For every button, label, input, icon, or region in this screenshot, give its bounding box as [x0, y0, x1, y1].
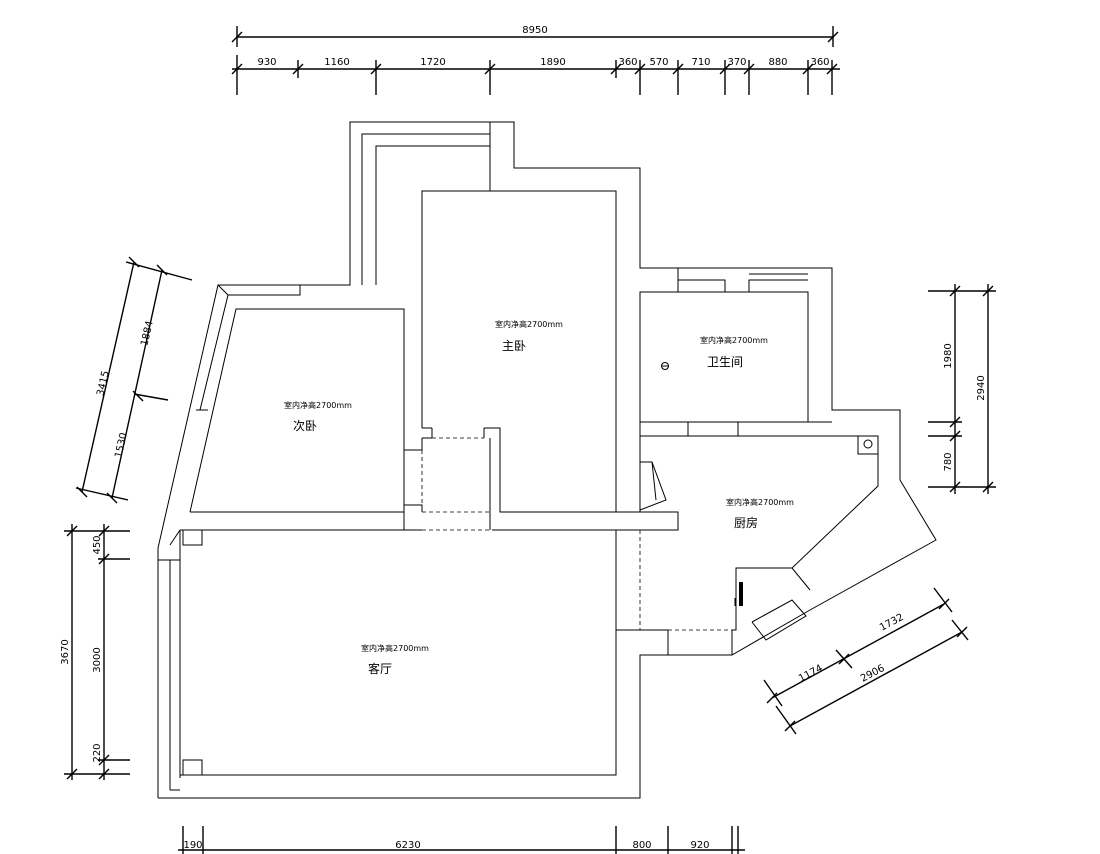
- dim-top-9: 880: [768, 57, 787, 68]
- left-lower-dimensions: 3670 450 3000 220: [60, 524, 130, 780]
- master-height-label: 室内净高2700mm: [495, 319, 563, 329]
- room-second-bedroom: 室内净高2700mm 次卧: [284, 400, 352, 433]
- bath-height-label: 室内净高2700mm: [700, 335, 768, 345]
- dim-left-450: 450: [92, 535, 103, 554]
- room-master-bedroom: 室内净高2700mm 主卧: [495, 319, 563, 353]
- bottom-dimensions: 190 6230 800 920: [178, 826, 745, 854]
- left-upper-dimensions: 3415 1884 1530: [75, 256, 193, 504]
- dim-top-6: 570: [649, 57, 668, 68]
- dim-right-2940: 2940: [976, 375, 987, 400]
- dim-bottom-190: 190: [183, 840, 202, 851]
- room-living-room: 室内净高2700mm 客厅: [361, 643, 429, 676]
- dim-left-1530: 1530: [113, 432, 129, 459]
- dim-right-780: 780: [943, 452, 954, 471]
- dim-top-7: 710: [691, 57, 710, 68]
- dim-left-220: 220: [92, 743, 103, 762]
- living-height-label: 室内净高2700mm: [361, 643, 429, 653]
- dim-overall-width: 8950: [522, 25, 547, 36]
- door-openings: [403, 421, 738, 656]
- dim-left-3000: 3000: [92, 647, 103, 672]
- dim-diag-1732: 1732: [878, 612, 906, 634]
- right-dimensions: 1980 2940 780: [928, 284, 996, 494]
- dim-bottom-6230: 6230: [395, 840, 420, 851]
- second-height-label: 室内净高2700mm: [284, 400, 352, 410]
- dim-right-1980: 1980: [943, 343, 954, 368]
- dim-top-1: 930: [257, 57, 276, 68]
- dim-top-4: 1890: [540, 57, 565, 68]
- dim-diag-1174: 1174: [797, 663, 825, 685]
- top-dimension-segments: 930 1160 1720 1890 360 570 710 370 880 3…: [231, 55, 840, 95]
- kitchen-height-label: 室内净高2700mm: [726, 497, 794, 507]
- room-bathroom: 室内净高2700mm 卫生间: [700, 335, 768, 369]
- dim-top-5: 360: [618, 57, 637, 68]
- dim-left-3670: 3670: [60, 639, 71, 664]
- kitchen-name-label: 厨房: [734, 515, 758, 530]
- second-name-label: 次卧: [293, 419, 317, 433]
- room-kitchen: 室内净高2700mm 厨房: [726, 497, 794, 530]
- dim-bottom-800: 800: [632, 840, 651, 851]
- diagonal-dimensions: 1174 1732 2906: [763, 587, 969, 735]
- dim-top-8: 370: [727, 57, 746, 68]
- top-dimension-overall: 8950: [231, 25, 839, 47]
- dim-top-3: 1720: [420, 57, 445, 68]
- master-name-label: 主卧: [502, 339, 526, 353]
- bath-name-label: 卫生间: [707, 355, 743, 369]
- dim-left-3415: 3415: [95, 370, 111, 397]
- walls: [157, 121, 937, 799]
- dim-top-10: 360: [810, 57, 829, 68]
- dim-top-2: 1160: [324, 57, 349, 68]
- living-name-label: 客厅: [368, 661, 392, 676]
- dim-left-1884: 1884: [139, 320, 155, 347]
- dim-bottom-920: 920: [690, 840, 709, 851]
